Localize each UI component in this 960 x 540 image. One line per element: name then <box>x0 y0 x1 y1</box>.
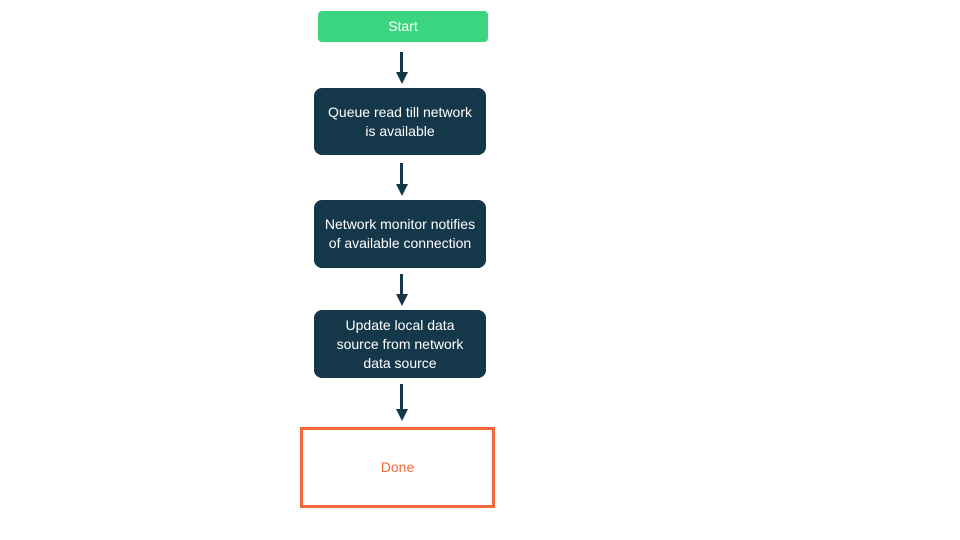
arrow-head <box>395 294 408 306</box>
flow-node-done: Done <box>300 427 495 508</box>
flow-node-queue-read: Queue read till network is available <box>314 88 486 155</box>
arrow-down-icon <box>395 384 408 421</box>
arrow-head <box>395 184 408 196</box>
flow-node-label: Done <box>380 459 415 475</box>
arrow-shaft <box>400 384 403 409</box>
arrow-down-icon <box>395 52 408 84</box>
flow-node-update-local: Update local data source from network da… <box>314 310 486 378</box>
arrow-down-icon <box>395 274 408 306</box>
flow-node-label: Start <box>388 18 418 34</box>
arrow-head <box>395 409 408 421</box>
flow-node-label: Update local data source from network da… <box>336 316 464 371</box>
flow-node-label: Queue read till network is available <box>328 103 472 139</box>
flow-node-label: Network monitor notifies of available co… <box>324 216 476 251</box>
arrow-shaft <box>400 274 403 294</box>
flow-node-start: Start <box>318 11 488 42</box>
arrow-down-icon <box>395 163 408 196</box>
arrow-shaft <box>400 163 403 184</box>
arrow-shaft <box>400 52 403 72</box>
arrow-head <box>395 72 408 84</box>
flow-node-network-monitor: Network monitor notifies of available co… <box>314 200 486 268</box>
